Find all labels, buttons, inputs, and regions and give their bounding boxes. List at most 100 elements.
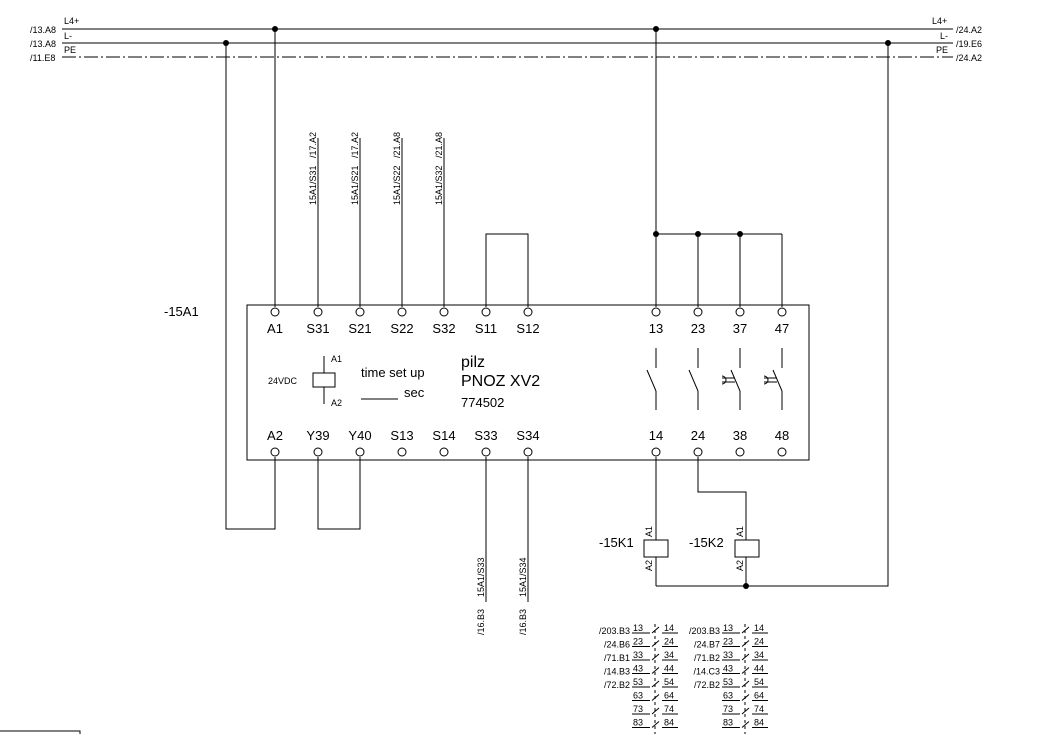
- signal-ref: /17.A2: [308, 132, 318, 158]
- part-number: 774502: [461, 395, 504, 410]
- contact-pin-b: 54: [754, 677, 764, 687]
- signal-ref: /17.A2: [350, 132, 360, 158]
- contact-pin-b: 54: [664, 677, 674, 687]
- terminal-label-top: S32: [432, 321, 455, 336]
- contact-ref: /203.B3: [599, 626, 630, 636]
- contact-pin-a: 53: [723, 677, 733, 687]
- terminal-label-top: S21: [348, 321, 371, 336]
- terminal-top: [397, 307, 407, 317]
- device-tag: -15A1: [164, 304, 199, 319]
- terminal-bottom: [481, 447, 491, 457]
- rail-right-ref: /24.A2: [956, 25, 982, 35]
- contact-pin-a: 13: [723, 623, 733, 633]
- terminal-bottom: [735, 447, 745, 457]
- signal-name: 15A1/S34: [518, 557, 528, 597]
- terminal-bottom: [693, 447, 703, 457]
- rail-right-name: L-: [940, 31, 948, 41]
- contact-pin-a: 23: [633, 637, 643, 647]
- relay-coil-k1: -15K1 A1 A2: [599, 526, 669, 571]
- contact-ref: /14.C3: [693, 667, 720, 677]
- contact-pin-b: 44: [664, 664, 674, 674]
- contact-ref: /203.B3: [689, 626, 720, 636]
- terminal-label-top: 47: [775, 321, 789, 336]
- rail-left-name: L-: [64, 31, 72, 41]
- signal-ref: /21.A8: [392, 132, 402, 158]
- contact-37-38-delayed: [721, 348, 741, 410]
- terminal-bottom: [777, 447, 787, 457]
- contact-pin-b: 24: [664, 637, 674, 647]
- contact-pin-b: 24: [754, 637, 764, 647]
- terminal-label-bottom: Y40: [348, 428, 371, 443]
- terminal-label-top: S12: [516, 321, 539, 336]
- rail-right-name: L4+: [932, 16, 947, 26]
- terminal-bottom: [270, 447, 280, 457]
- coil-a2-label: A2: [331, 398, 342, 408]
- terminal-label-bottom: 14: [649, 428, 663, 443]
- terminal-top: [439, 307, 449, 317]
- contact-pin-b: 74: [754, 704, 764, 714]
- terminal-top: [735, 307, 745, 317]
- contact-ref: /72.B2: [604, 680, 630, 690]
- relay-a1: A1: [644, 526, 654, 537]
- contact-pin-a: 73: [723, 704, 733, 714]
- terminal-top: [270, 307, 280, 317]
- terminal-bottom: [355, 447, 365, 457]
- time-setup-label: time set up: [361, 365, 425, 380]
- signal-name: 15A1/S21: [350, 165, 360, 205]
- rail-left-ref: /13.A8: [30, 25, 56, 35]
- contact-pin-b: 64: [664, 691, 674, 701]
- terminal-label-bottom: 38: [733, 428, 747, 443]
- relay-tag: -15K1: [599, 535, 634, 550]
- signal-name: 15A1/S33: [476, 557, 486, 597]
- terminal-label-bottom: S34: [516, 428, 539, 443]
- terminal-bottom: [523, 447, 533, 457]
- terminal-top: [355, 307, 365, 317]
- terminal-top: [693, 307, 703, 317]
- contact-pin-a: 53: [633, 677, 643, 687]
- coil-voltage: 24VDC: [268, 376, 298, 386]
- rail-left-name: PE: [64, 45, 76, 55]
- signal-name: 15A1/S22: [392, 165, 402, 205]
- terminal-label-bottom: S33: [474, 428, 497, 443]
- rail-left-name: L4+: [64, 16, 79, 26]
- coil-symbol: 24VDC A1 A2: [268, 354, 342, 408]
- contact-ref: /24.B7: [694, 640, 720, 650]
- sec-label: sec: [404, 385, 425, 400]
- contact-pin-a: 43: [633, 664, 643, 674]
- terminal-label-top: 13: [649, 321, 663, 336]
- bottom-ref-labels: 15A1/S33 /16.B3 15A1/S34 /16.B3: [476, 557, 528, 635]
- terminal-top: [651, 307, 661, 317]
- contact-pin-b: 84: [754, 718, 764, 728]
- contact-pin-b: 34: [754, 650, 764, 660]
- brand-label: pilz: [461, 354, 485, 371]
- contact-pin-b: 14: [754, 623, 764, 633]
- contact-ref: /71.B1: [604, 653, 630, 663]
- contact-pin-b: 14: [664, 623, 674, 633]
- contact-pin-a: 23: [723, 637, 733, 647]
- relay-coil-k2: -15K2 A1 A2: [689, 526, 760, 571]
- terminal-bottom: [397, 447, 407, 457]
- terminal-top: [481, 307, 491, 317]
- terminal-label-top: 37: [733, 321, 747, 336]
- signal-ref: /21.A8: [434, 132, 444, 158]
- contact-pin-b: 74: [664, 704, 674, 714]
- relay-a2: A2: [644, 560, 654, 571]
- terminal-label-top: S11: [475, 321, 497, 336]
- terminal-label-bottom: S14: [432, 428, 455, 443]
- top-ref-labels: 15A1/S31 /17.A2 15A1/S21 /17.A2 15A1/S22…: [308, 132, 444, 205]
- signal-ref: /16.B3: [518, 609, 528, 635]
